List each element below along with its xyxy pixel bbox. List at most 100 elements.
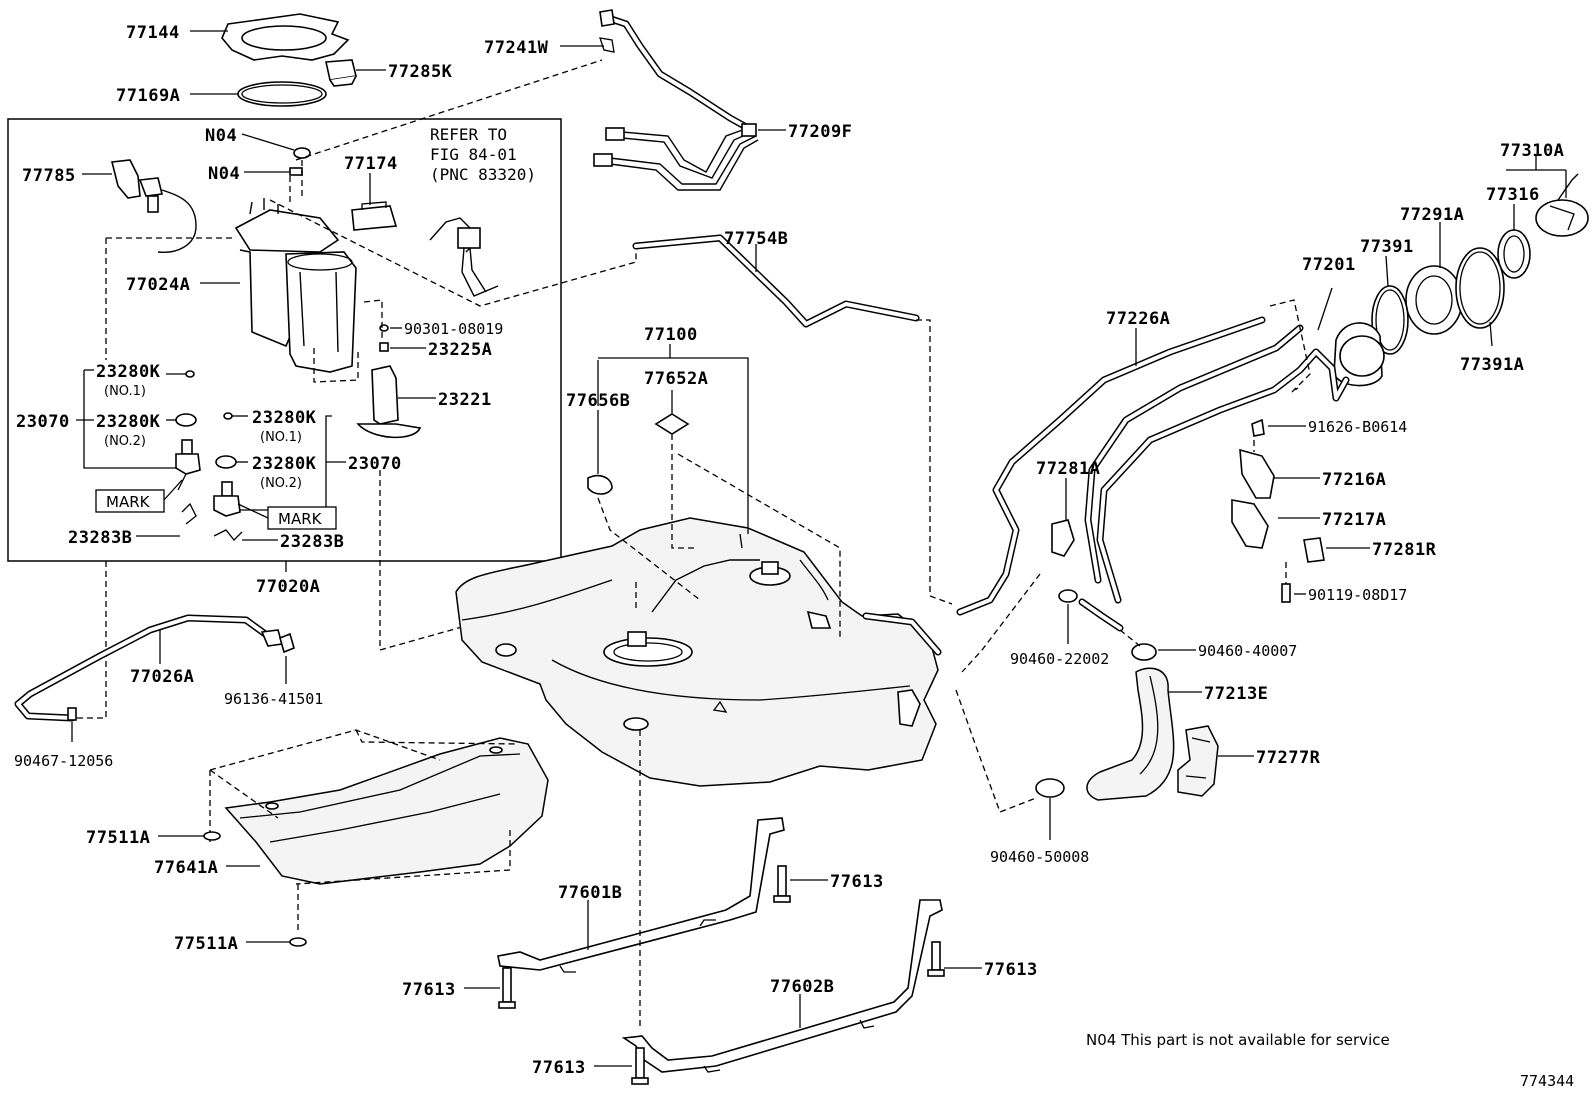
pad-77511A-upper [203, 831, 221, 841]
clamp-90460-50008 [1035, 778, 1065, 798]
clip-90467 [67, 707, 77, 721]
label-23280K-no2-right: 23280K [252, 454, 317, 474]
bolt-77613-c [927, 941, 945, 977]
vent-tube-77226A [956, 316, 1266, 616]
clip-77285K [325, 59, 357, 87]
part-77174 [351, 205, 398, 231]
fuel-pump-module-77024A [234, 198, 357, 373]
label-77020A: 77020A [256, 577, 320, 597]
fuel-filter-23221 [356, 365, 422, 439]
label-77100: 77100 [644, 325, 698, 345]
label-77316: 77316 [1486, 185, 1540, 205]
pressure-regulator-left [175, 439, 201, 491]
part-23225A [379, 342, 389, 352]
bolt-77613-d [631, 1047, 649, 1085]
label-77281R: 77281R [1372, 540, 1437, 560]
bolt-77613-a [773, 865, 791, 903]
label-23070-left: 23070 [16, 412, 70, 432]
label-77281A: 77281A [1036, 459, 1100, 479]
pressure-regulator-right [213, 481, 241, 517]
fuel-sender-gauge [429, 217, 499, 297]
bolt-90119 [1281, 583, 1291, 603]
protector-77277R [1177, 725, 1219, 797]
pad-77652A [654, 413, 690, 435]
label-77785: 77785 [22, 166, 76, 186]
tank-band-77601B [497, 817, 785, 973]
label-N04-lower: N04 [208, 164, 240, 184]
hose-77213E [1086, 667, 1175, 801]
label-77754B: 77754B [724, 229, 788, 249]
label-77641A: 77641A [154, 858, 218, 878]
label-N04-upper: N04 [205, 126, 237, 146]
label-77285K: 77285K [388, 62, 453, 82]
label-23280K-no1-right: 23280K [252, 408, 317, 428]
o-ring-no2-right [215, 455, 237, 469]
fuel-tank-77100 [455, 517, 942, 787]
label-23221: 23221 [438, 390, 492, 410]
label-23070-right: 23070 [348, 454, 402, 474]
label-no1-right: (NO.1) [260, 430, 302, 445]
ring-77391A [1455, 247, 1505, 329]
label-96136-41501: 96136-41501 [224, 690, 323, 708]
o-ring-no1-right [223, 412, 233, 420]
label-77291A: 77291A [1400, 205, 1464, 225]
filler-pipe-77201 [1084, 322, 1385, 604]
bracket-77216A [1239, 448, 1275, 499]
label-77511A-lower: 77511A [174, 934, 238, 954]
clip-77281R [1303, 537, 1325, 563]
clamp-90460-40007 [1131, 643, 1157, 661]
gasket-77316 [1497, 229, 1531, 279]
label-90460-50008: 90460-50008 [990, 848, 1089, 866]
bracket-77217A [1231, 499, 1269, 549]
figure-number: 774344 [1520, 1072, 1574, 1090]
label-77241W: 77241W [484, 38, 549, 58]
o-ring-no1-left [185, 370, 195, 378]
label-77601B: 77601B [558, 883, 622, 903]
label-77216A: 77216A [1322, 470, 1386, 490]
plug-77656B [587, 474, 613, 495]
mark-box-left [95, 489, 165, 513]
n04-part-upper [293, 147, 311, 159]
label-no2-right: (NO.2) [260, 476, 302, 491]
footnote-n04: N04 This part is not available for servi… [1086, 1031, 1390, 1049]
label-90301-08019: 90301-08019 [404, 320, 503, 338]
label-77024A: 77024A [126, 275, 190, 295]
label-77277R: 77277R [1256, 748, 1321, 768]
label-77174: 77174 [344, 154, 398, 174]
label-mark-right: MARK [278, 510, 323, 528]
tube-77026A [14, 614, 284, 722]
label-77511A-upper: 77511A [86, 828, 150, 848]
label-mark-left: MARK [106, 493, 151, 511]
pump-assembly-box [7, 118, 562, 562]
label-77201: 77201 [1302, 255, 1356, 275]
tube-77754B [632, 234, 920, 328]
label-77169A: 77169A [116, 86, 180, 106]
label-77613-b: 77613 [402, 980, 456, 1000]
retainer-ring-77144 [221, 13, 350, 61]
tube-77209F [593, 123, 759, 191]
label-23283B-right: 23283B [280, 532, 344, 552]
label-23280K-no2-left: 23280K [96, 412, 161, 432]
refer-line1: REFER TO [430, 125, 507, 144]
label-77652A: 77652A [644, 369, 708, 389]
refer-line2: FIG 84-01 [430, 145, 517, 164]
label-77602B: 77602B [770, 977, 834, 997]
ring-77391 [1371, 285, 1409, 355]
label-77144: 77144 [126, 23, 180, 43]
label-77226A: 77226A [1106, 309, 1170, 329]
label-90467-12056: 90467-12056 [14, 752, 113, 770]
label-77213E: 77213E [1204, 684, 1268, 704]
bolt-77613-b [498, 967, 516, 1009]
n04-part-lower [289, 167, 303, 176]
label-no1-left: (NO.1) [104, 384, 146, 399]
refer-line3: (PNC 83320) [430, 165, 536, 184]
label-77613-a: 77613 [830, 872, 884, 892]
wire-harness-77785 [111, 159, 197, 253]
label-77391A: 77391A [1460, 355, 1524, 375]
tube-77241W [599, 9, 752, 132]
heat-shield-77641A [224, 737, 549, 885]
label-90460-40007: 90460-40007 [1198, 642, 1297, 660]
label-77613-c: 77613 [984, 960, 1038, 980]
pad-77511A-lower [289, 937, 307, 947]
